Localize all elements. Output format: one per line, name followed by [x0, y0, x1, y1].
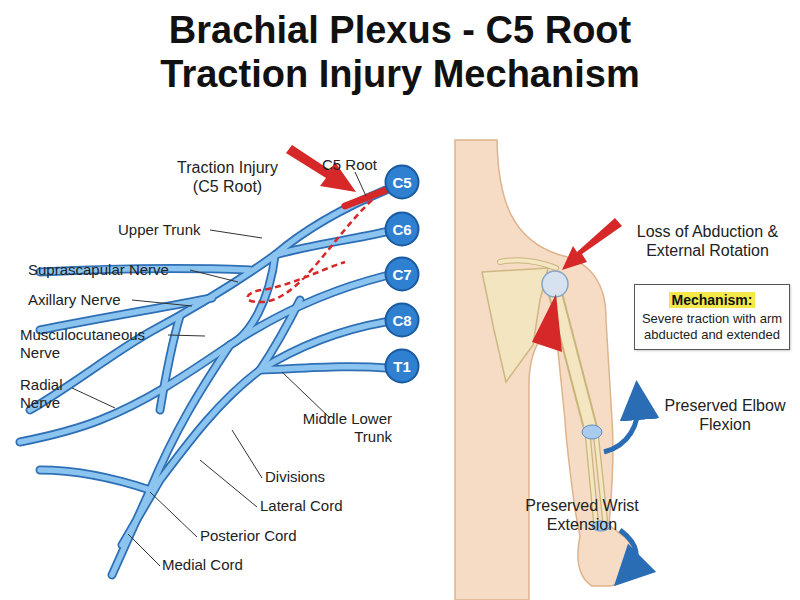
humerus	[555, 292, 591, 430]
box-body: Severe traction with arm abducted and ex…	[641, 311, 783, 343]
root-circle: C5	[384, 164, 420, 200]
red-arrow	[562, 218, 622, 270]
injury-wedge	[532, 294, 562, 352]
flexion-arrow	[604, 400, 638, 452]
clavicle	[500, 260, 556, 268]
part-label: Loss of Abduction & External Rotation	[620, 222, 795, 260]
part-label: Middle Lower Trunk	[300, 410, 392, 446]
root-label: C7	[384, 256, 420, 292]
nerve-outline	[20, 190, 386, 575]
clavicle	[500, 260, 556, 268]
root-circle: T1	[384, 348, 420, 384]
part-label: Musculocutaneous Nerve	[20, 326, 170, 362]
part-label: Radial Nerve	[20, 376, 80, 412]
injury-segment	[345, 190, 386, 206]
part-label: Preserved Wrist Extension	[512, 496, 652, 534]
part-label: Suprascapular Nerve	[28, 261, 208, 279]
scapula	[482, 268, 548, 382]
root-circle: C7	[384, 256, 420, 292]
humeral-head	[542, 271, 568, 297]
part-label: C5 Root	[322, 156, 397, 174]
part-label: Posterior Cord	[200, 527, 320, 545]
root-label: C5	[384, 164, 420, 200]
part-label: Divisions	[265, 468, 355, 486]
injury-path	[247, 200, 372, 302]
note-box: Mechanism: Severe traction with arm abduc…	[634, 284, 790, 350]
root-label: C8	[384, 302, 420, 338]
root-label: T1	[384, 348, 420, 384]
root-circle: C6	[384, 211, 420, 247]
extension-arrow	[620, 530, 636, 572]
part-label: Medial Cord	[162, 556, 272, 574]
part-label: Preserved Elbow Flexion	[655, 396, 795, 434]
box-heading: Mechanism:	[669, 292, 756, 308]
elbow-joint	[582, 425, 602, 439]
diagram-title: Brachial Plexus - C5 Root Traction Injur…	[120, 8, 680, 96]
part-label: Axillary Nerve	[28, 291, 148, 309]
nerve	[20, 190, 386, 575]
humerus	[555, 292, 591, 430]
root-label: C6	[384, 211, 420, 247]
part-label: Upper Trunk	[118, 221, 218, 239]
part-label: Lateral Cord	[260, 497, 370, 515]
root-circle: C8	[384, 302, 420, 338]
part-label: Traction Injury (C5 Root)	[165, 158, 290, 196]
